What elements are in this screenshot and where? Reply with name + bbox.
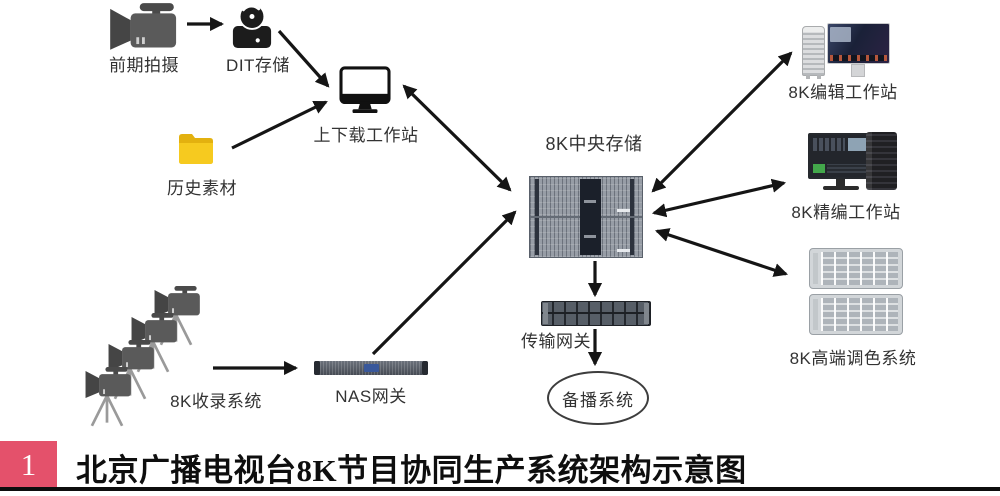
monitor-stand	[836, 179, 845, 186]
chassis-leds	[821, 298, 898, 331]
rack-server-2u-icon	[541, 301, 651, 326]
screen-highlight	[830, 27, 851, 42]
dit-storage-label: DIT存储	[226, 56, 290, 75]
history-material-label: 历史素材	[167, 179, 237, 198]
tripod-camera-icon	[85, 367, 131, 427]
arrow-history-to-workstation	[231, 100, 328, 150]
folder-icon	[179, 134, 213, 164]
screen-preview	[848, 138, 870, 151]
server-chassis-icon	[809, 248, 903, 289]
monitor-stand	[851, 64, 865, 77]
storage-tag	[617, 249, 630, 252]
editing-workstation-label: 8K编辑工作站	[788, 83, 898, 102]
recording-system-label: 8K收录系统	[170, 392, 262, 411]
backup-broadcast-label: 备播系统	[562, 390, 634, 410]
monitor-base	[823, 186, 859, 190]
chassis-leds	[821, 252, 898, 285]
rack-ear	[644, 303, 649, 324]
connector-arrows	[187, 16, 793, 376]
nas-gateway-label: NAS网关	[335, 387, 407, 406]
screen-timeline	[827, 164, 870, 173]
arrow-workstation-storage	[402, 84, 512, 192]
caption-title: 北京广播电视台8K节目协同生产系统架构示意图	[76, 453, 747, 488]
color-grading-system-label: 8K高端调色系统	[789, 349, 917, 368]
storage-tag	[617, 209, 630, 212]
rack-ear	[314, 361, 320, 375]
tower-foot	[806, 75, 810, 79]
hard-disk-icon	[232, 3, 272, 48]
rack-ear	[422, 361, 428, 375]
storage-array-icon	[529, 176, 643, 258]
caption-index-badge: 1	[0, 441, 57, 489]
fine-editing-monitor-icon	[808, 133, 876, 179]
central-storage-label: 8K中央存储	[545, 134, 643, 154]
tower-foot	[817, 75, 821, 79]
pre-shooting-label: 前期拍摄	[109, 56, 179, 75]
storage-led	[584, 200, 596, 203]
screen-bins	[813, 138, 845, 151]
server-chassis-icon	[809, 294, 903, 335]
screen-timeline	[830, 55, 887, 61]
editing-monitor-icon	[827, 23, 890, 64]
arrow-nas-to-storage	[371, 210, 517, 356]
caption-index: 1	[20, 447, 37, 482]
arrow-dit-to-workstation	[277, 29, 330, 88]
chassis-ear	[813, 253, 818, 284]
arrow-storage-fine-editing	[651, 178, 787, 218]
transmission-gateway-label: 传输网关	[521, 332, 591, 351]
rack-ear	[543, 303, 548, 324]
rack-server-1u-icon	[314, 361, 428, 375]
chassis-ear	[813, 299, 818, 330]
fine-editing-workstation-label: 8K精编工作站	[791, 203, 901, 222]
storage-led	[584, 235, 596, 238]
storage-controller-column	[580, 179, 601, 255]
nas-badge	[364, 364, 379, 372]
video-camera-icon	[110, 3, 177, 50]
mac-pro-tower-icon	[802, 26, 825, 79]
screen-scope	[813, 164, 825, 173]
arrow-storage-editing	[651, 51, 793, 193]
monitor-icon	[339, 66, 391, 114]
workstation-tower-icon	[866, 132, 897, 190]
arrow-storage-grading	[654, 228, 789, 277]
backup-broadcast-node: 备播系统	[547, 371, 649, 425]
upload-workstation-label: 上下载工作站	[313, 126, 419, 145]
caption-rule	[0, 487, 1000, 491]
